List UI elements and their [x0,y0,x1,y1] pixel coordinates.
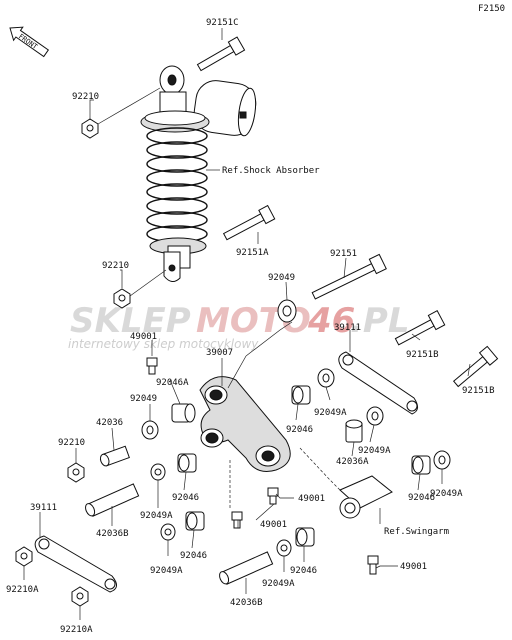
collar-42036 [99,445,130,467]
grease-nipple-49001-b [267,487,279,505]
label-92046-c: 92046 [180,551,207,561]
label-92210-low: 92210 [58,438,85,448]
grease-nipple-49001-a [146,357,158,375]
label-92046a: 92046A [156,378,189,388]
part-labels: 92151C 92210 Ref.Shock Absorber 92151A 9… [6,18,495,635]
grease-nipple-49001-c [231,511,243,529]
label-92210a-b: 92210A [60,625,93,635]
label-42036b-b: 42036B [230,598,263,608]
rocker-arm-39007 [199,376,291,472]
label-ref-shock-absorber: Ref.Shock Absorber [222,166,320,176]
label-92049a-f: 92049A [262,579,295,589]
label-92046-e: 92046 [290,566,317,576]
watermark-brand-c: 46 [307,301,355,341]
bolt-92151 [311,253,387,300]
label-92049-mid: 92049 [130,394,157,404]
label-92046-a: 92046 [286,425,313,435]
swingarm-reference [339,475,393,519]
collar-42036a [345,419,363,443]
diagram-code: F2150 [478,4,505,14]
bearing-92046-b [177,453,197,473]
label-49001-c: 49001 [260,520,287,530]
label-92049a-b: 92049A [358,446,391,456]
watermark-tagline: internetowy sklep motocyklowy [68,337,259,351]
label-42036: 42036 [96,418,123,428]
label-92151c: 92151C [206,18,239,28]
watermark-brand-d: .PL [350,301,410,341]
bolt-92151b-b [452,345,499,388]
front-arrow-icon: FRONT [9,26,50,58]
label-92049a-a: 92049A [314,408,347,418]
watermark-brand-a: SKLEP [70,301,191,341]
label-92049a-e: 92049A [430,489,463,499]
label-92151b-a: 92151B [406,350,439,360]
collar-42036b-b [219,551,274,585]
label-39007: 39007 [206,348,233,358]
label-92046-b: 92046 [172,493,199,503]
label-ref-swingarm: Ref.Swingarm [384,527,449,537]
bearing-92046-e [295,527,315,547]
bearing-92046-a [291,385,311,405]
tie-rod-39111-low [34,535,117,593]
label-42036a: 42036A [336,457,369,467]
label-92046-d: 92046 [408,493,435,503]
label-49001-a: 49001 [130,332,157,342]
collar-92046a [171,403,196,423]
label-92049a-c: 92049A [140,511,173,521]
label-92049-top: 92049 [268,273,295,283]
bolt-92151b-a [394,310,446,346]
bolt-92151a [222,204,276,241]
watermark: SKLEP MOTO 46 .PL internetowy sklep moto… [68,301,410,351]
tie-rod-39111-top [338,351,418,415]
label-42036b-a: 42036B [96,529,129,539]
label-92049a-d: 92049A [150,566,183,576]
label-92210-mid: 92210 [102,261,129,271]
bearing-92046-d [411,455,431,475]
leader-lines [23,28,471,620]
shock-absorber [140,65,257,282]
label-92151: 92151 [330,249,357,259]
label-92210-top: 92210 [72,92,99,102]
collar-42036b-a [85,483,140,517]
label-39111-low: 39111 [30,503,57,513]
label-92210a-a: 92210A [6,585,39,595]
label-49001-b: 49001 [298,494,325,504]
label-92151b-b: 92151B [462,386,495,396]
label-92151a: 92151A [236,248,269,258]
grease-nipple-49001-d [367,555,379,575]
label-49001-d: 49001 [400,562,427,572]
bearing-92046-c [185,511,205,531]
bolt-92151c [196,36,246,72]
label-39111-top: 39111 [334,323,361,333]
